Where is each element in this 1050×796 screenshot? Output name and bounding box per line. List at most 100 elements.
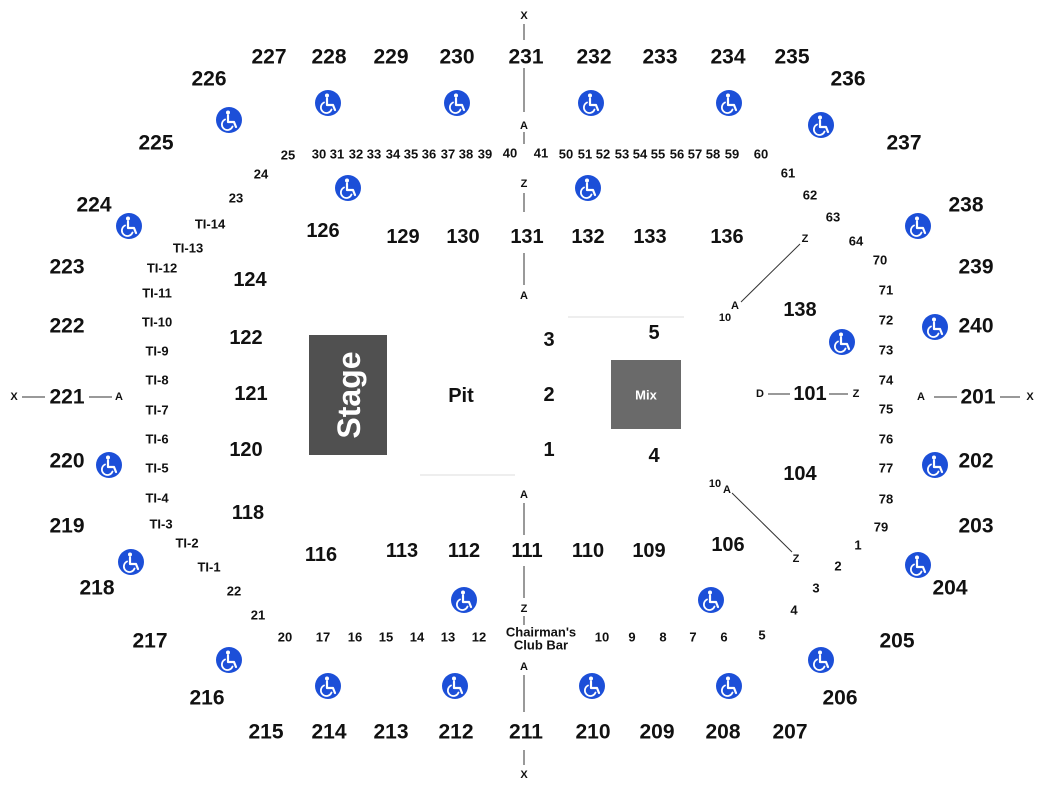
row-label-3: 3 [812,581,819,596]
section-202[interactable]: 202 [958,450,993,473]
club-bar-label[interactable]: Club Bar [514,638,568,653]
section-209[interactable]: 209 [639,721,674,744]
section-215[interactable]: 215 [248,721,283,744]
section-212[interactable]: 212 [438,721,473,744]
section-124[interactable]: 124 [233,269,267,291]
section-204[interactable]: 204 [932,577,967,600]
section-235[interactable]: 235 [774,46,809,69]
section-120[interactable]: 120 [229,439,262,461]
aisle-marker: A [115,391,123,403]
section-129[interactable]: 129 [386,226,419,248]
section-109[interactable]: 109 [632,540,665,562]
section-131[interactable]: 131 [510,226,543,248]
section-132[interactable]: 132 [571,226,604,248]
floor-section-4[interactable]: 4 [648,445,660,467]
tier-ti-8[interactable]: TI-8 [145,373,168,388]
accessible-seating-icon [451,587,477,613]
section-104[interactable]: 104 [783,463,817,485]
floor-section-1[interactable]: 1 [543,439,554,461]
row-label-74: 74 [879,373,894,388]
section-208[interactable]: 208 [705,721,740,744]
section-234[interactable]: 234 [710,46,745,69]
section-205[interactable]: 205 [879,630,914,653]
accessible-seating-icon [216,647,242,673]
stage-block [309,335,387,455]
row-label-13: 13 [441,630,455,645]
section-118[interactable]: 118 [232,502,264,524]
row-label-33: 33 [367,147,381,162]
tier-ti-11[interactable]: TI-11 [142,286,172,301]
section-136[interactable]: 136 [710,226,743,248]
tier-ti-4[interactable]: TI-4 [145,491,169,506]
section-207[interactable]: 207 [772,721,807,744]
section-216[interactable]: 216 [189,687,224,710]
section-116[interactable]: 116 [305,544,337,566]
floor-section-3[interactable]: 3 [543,329,554,351]
tier-ti-2[interactable]: TI-2 [175,536,198,551]
section-133[interactable]: 133 [633,226,666,248]
section-238[interactable]: 238 [948,194,983,217]
section-228[interactable]: 228 [311,46,346,69]
accessible-seating-icon [315,673,341,699]
section-126[interactable]: 126 [306,220,339,242]
row-label-9: 9 [628,630,635,645]
section-236[interactable]: 236 [830,68,865,91]
section-138[interactable]: 138 [783,299,816,321]
section-214[interactable]: 214 [311,721,346,744]
section-206[interactable]: 206 [822,687,857,710]
section-227[interactable]: 227 [251,46,286,69]
section-226[interactable]: 226 [191,68,226,91]
section-213[interactable]: 213 [373,721,408,744]
section-225[interactable]: 225 [138,132,173,155]
section-130[interactable]: 130 [446,226,479,248]
tier-ti-13[interactable]: TI-13 [173,241,203,256]
section-217[interactable]: 217 [132,630,167,653]
section-106[interactable]: 106 [711,534,744,556]
section-203[interactable]: 203 [958,515,993,538]
section-239[interactable]: 239 [958,256,993,279]
tier-ti-5[interactable]: TI-5 [145,461,168,476]
section-101[interactable]: 101 [793,383,826,405]
section-223[interactable]: 223 [49,256,84,279]
section-231[interactable]: 231 [508,46,543,69]
floor-section-5[interactable]: 5 [648,322,659,344]
section-219[interactable]: 219 [49,515,84,538]
section-218[interactable]: 218 [79,577,114,600]
section-121[interactable]: 121 [234,383,267,405]
tier-ti-7[interactable]: TI-7 [145,403,168,418]
tier-ti-10[interactable]: TI-10 [142,315,172,330]
floor-section-2[interactable]: 2 [543,384,554,406]
aisle-marker: A [520,489,528,501]
section-237[interactable]: 237 [886,132,921,155]
tier-ti-12[interactable]: TI-12 [147,261,177,276]
accessible-seating-icon [698,587,724,613]
club-bar-label[interactable]: Chairman's [506,625,576,640]
section-201[interactable]: 201 [960,386,995,409]
section-222[interactable]: 222 [49,315,84,338]
section-122[interactable]: 122 [229,327,262,349]
section-113[interactable]: 113 [386,540,418,562]
section-229[interactable]: 229 [373,46,408,69]
section-220[interactable]: 220 [49,450,84,473]
section-210[interactable]: 210 [575,721,610,744]
section-224[interactable]: 224 [76,194,111,217]
section-233[interactable]: 233 [642,46,677,69]
tier-ti-6[interactable]: TI-6 [145,432,168,447]
section-112[interactable]: 112 [448,540,480,562]
section-221[interactable]: 221 [49,386,84,409]
section-230[interactable]: 230 [439,46,474,69]
accessible-seating-icon [716,90,742,116]
accessible-seating-icon [578,90,604,116]
section-111[interactable]: 111 [511,540,542,562]
section-232[interactable]: 232 [576,46,611,69]
tier-ti-14[interactable]: TI-14 [195,217,226,232]
pit-label[interactable]: Pit [448,385,474,407]
row-label-5: 5 [758,628,765,643]
section-211[interactable]: 211 [509,721,543,744]
section-240[interactable]: 240 [958,315,993,338]
row-label-21: 21 [251,608,265,623]
tier-ti-1[interactable]: TI-1 [197,560,220,575]
tier-ti-3[interactable]: TI-3 [149,517,172,532]
tier-ti-9[interactable]: TI-9 [145,344,168,359]
section-110[interactable]: 110 [572,540,604,562]
